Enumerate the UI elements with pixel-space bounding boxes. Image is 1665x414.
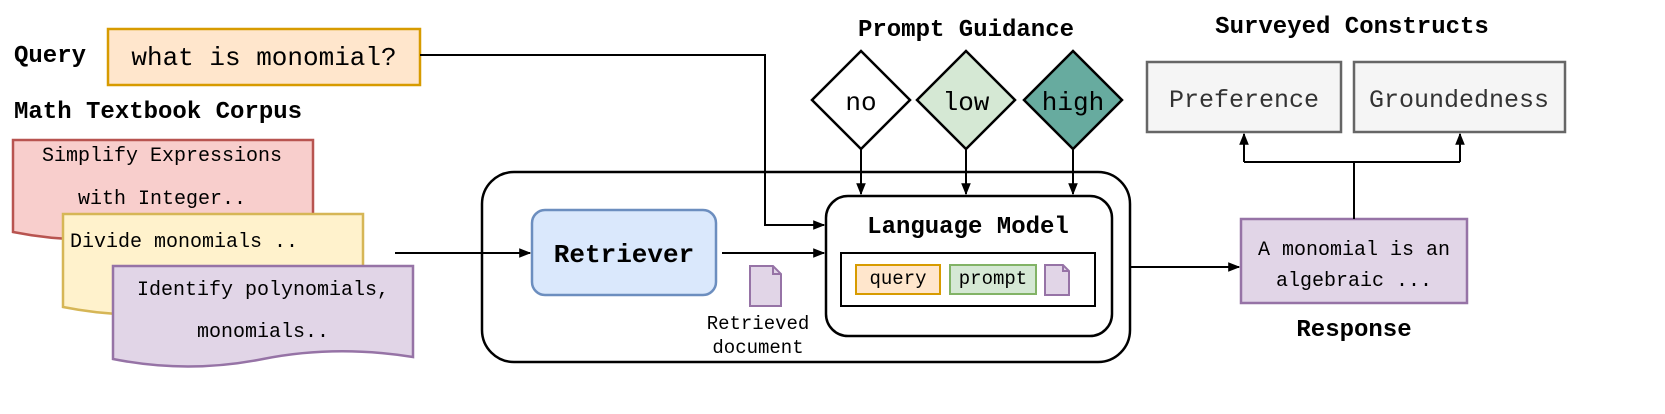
retriever-box	[530, 208, 718, 297]
corpus-document-2-line-1: Divide monomials ..	[70, 231, 298, 254]
lm-input-prompt-label: prompt	[959, 268, 1027, 290]
arrow-response-to-constructs	[1244, 161, 1460, 219]
corpus-document-3: Identify polynomials, monomials..	[111, 264, 415, 368]
prompt-option-high-label: high	[1042, 88, 1104, 118]
lm-input-query-label: query	[869, 268, 926, 290]
prompt-guidance-title: Prompt Guidance	[858, 17, 1074, 44]
response-title: Response	[1296, 317, 1411, 344]
construct-groundedness-box	[1352, 60, 1567, 134]
prompt-option-low-label: low	[943, 88, 990, 118]
prompt-option-low: low	[915, 49, 1017, 151]
response-line-1: A monomial is an	[1258, 239, 1450, 262]
query-text: what is monomial?	[131, 43, 396, 73]
arrow-query-to-language-model	[420, 54, 826, 230]
lm-input-query-chip	[855, 264, 941, 295]
response-line-2: algebraic ...	[1276, 270, 1432, 293]
construct-preference-label: Preference	[1169, 86, 1319, 115]
construct-preference-box	[1145, 60, 1343, 134]
corpus-title: Math Textbook Corpus	[14, 99, 302, 126]
lm-input-prompt-chip	[949, 264, 1037, 295]
retrieved-document-icon	[749, 265, 782, 307]
connectors	[395, 54, 1465, 272]
query-label: Query	[14, 43, 86, 70]
retrieved-document-label-line-1: Retrieved	[707, 313, 810, 335]
construct-groundedness-label: Groundedness	[1369, 86, 1549, 115]
language-model-label: Language Model	[867, 214, 1069, 241]
lm-input-document-icon	[1044, 264, 1070, 296]
corpus-document-1-line-2: with Integer..	[78, 188, 246, 211]
surveyed-constructs-title: Surveyed Constructs	[1215, 14, 1489, 41]
query-box	[106, 27, 422, 87]
corpus-document-1-line-1: Simplify Expressions	[42, 145, 282, 168]
prompt-option-no: no	[810, 49, 912, 151]
corpus-document-3-line-1: Identify polynomials,	[137, 279, 389, 302]
corpus-document-3-line-2: monomials..	[197, 321, 329, 344]
prompt-option-no-label: no	[845, 88, 876, 118]
retriever-label: Retriever	[554, 240, 694, 270]
retrieved-document-label-line-2: document	[712, 337, 803, 359]
prompt-option-high: high	[1022, 49, 1124, 151]
